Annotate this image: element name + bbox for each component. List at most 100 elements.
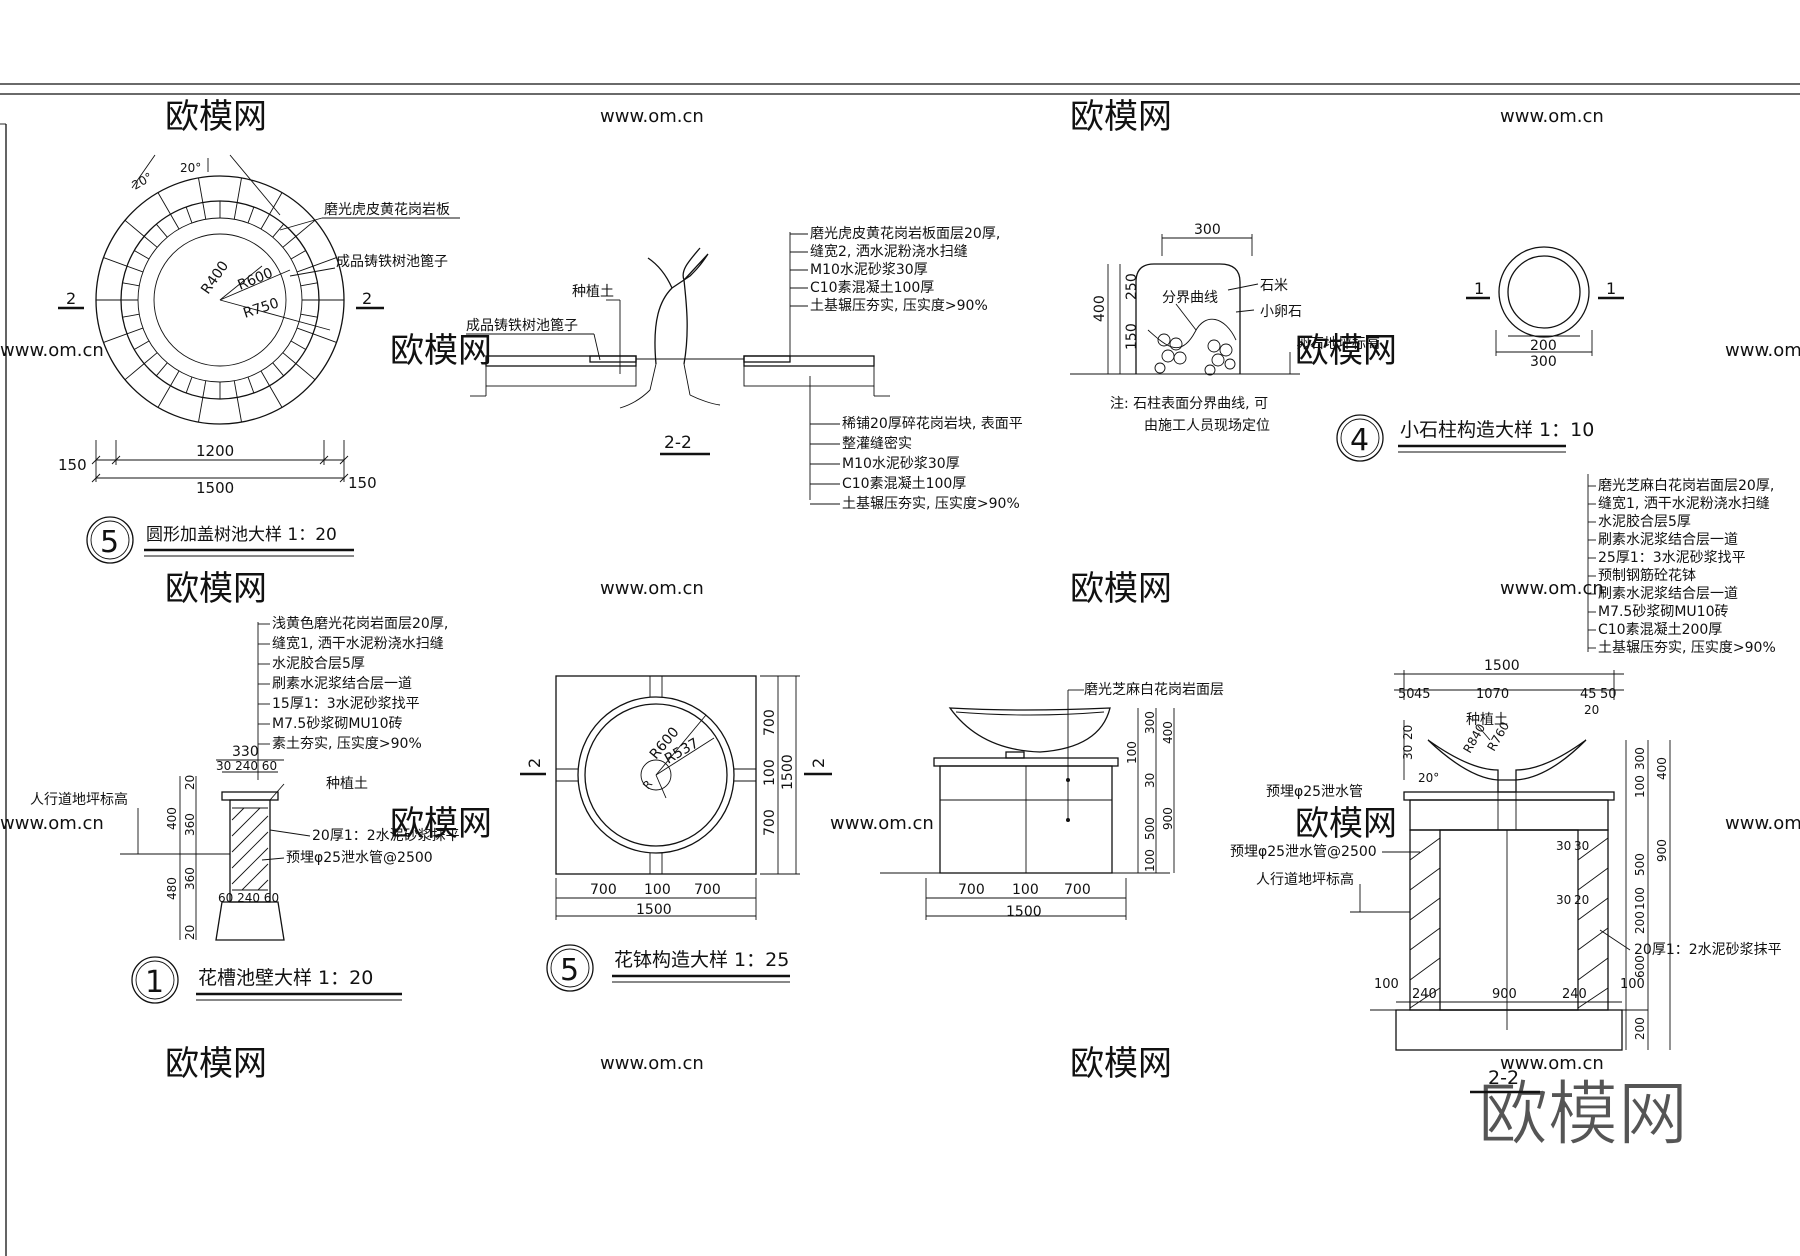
plant-soil-label: 种植土 <box>572 284 614 300</box>
dim-left-20b: 20 <box>183 925 197 940</box>
dim-right-100: 100 <box>762 759 778 786</box>
dim-right-300: 300 <box>1143 711 1157 734</box>
dim-bottom-700a: 700 <box>590 882 617 898</box>
ground-label: 卵石地坪标高 <box>1296 335 1380 352</box>
paving-notes-top: 磨光虎皮黄花岗岩板面层20厚,缝宽2, 洒水泥粉浇水扫缝M10水泥砂浆30厚C1… <box>790 225 1000 314</box>
bowl-section-notes: 磨光芝麻白花岗岩面层20厚,缝宽1, 洒干水泥粉浇水扫缝水泥胶合层5厚刷素水泥浆… <box>1588 478 1776 656</box>
dim-bottom-100: 100 <box>644 882 671 898</box>
drain-pipe-label: 预埋φ25泄水管@2500 <box>286 850 433 866</box>
stone-slab-label: 磨光虎皮黄花岗岩板 <box>324 201 450 218</box>
flower-bowl-elevation: 磨光芝麻白花岗岩面层 700 100 700 1500 300 400 100 … <box>880 682 1224 920</box>
grate-slot <box>202 380 207 398</box>
note-line-1: 注: 石柱表面分界曲线, 可 <box>1110 396 1268 412</box>
watermark-brand: 欧模网 <box>390 804 492 844</box>
dim-bottom-700b: 700 <box>1064 882 1091 898</box>
pebbles <box>1154 333 1236 376</box>
grate-slots <box>96 177 344 423</box>
dim-right-100: 100 <box>1125 741 1139 764</box>
stone-joint <box>295 219 316 237</box>
dim-top-45a: 45 <box>1414 687 1431 702</box>
grate-slot <box>290 340 306 350</box>
grate-slot <box>170 214 180 230</box>
dim-right-500: 500 <box>1143 817 1157 840</box>
dim-right-600: 600 <box>1633 955 1647 978</box>
grate-slot <box>300 313 318 318</box>
stone-joint <box>124 363 145 381</box>
dim-right-900: 900 <box>1161 807 1175 830</box>
grate-label: 成品铸铁树池篦子 <box>336 254 448 270</box>
pebble-label: 小卵石 <box>1260 304 1302 320</box>
dim-top-50a: 50 <box>1398 687 1415 702</box>
dim-200: 200 <box>1530 338 1557 354</box>
stone-joint <box>295 363 316 381</box>
note-line: 土基辗压夯实, 压实度>90% <box>1598 639 1776 656</box>
tree-trunk <box>647 247 709 365</box>
section-mark-left: 2 <box>525 758 544 768</box>
dim-right-1500: 1500 <box>780 754 796 790</box>
grate-slot <box>143 352 158 364</box>
note-line: 水泥胶合层5厚 <box>272 655 365 672</box>
title-number: 5 <box>100 525 119 560</box>
dim-left-30: 30 <box>1401 745 1415 760</box>
note-line: 预制钢筋砼花钵 <box>1598 567 1696 584</box>
dim-bottom-parts: 60 240 60 <box>218 891 279 905</box>
note-line: C10素混凝土100厚 <box>810 280 934 296</box>
section-mark-left: 1 <box>1474 279 1484 298</box>
grate-slot <box>202 202 207 220</box>
walkway-label: 人行道地坪标高 <box>30 791 128 808</box>
note-line: M10水泥砂浆30厚 <box>810 262 928 278</box>
dim-bottom-100: 100 <box>1012 882 1039 898</box>
note-line: 刷素水泥浆结合层一道 <box>1598 532 1738 548</box>
dim-inner-30b: 30 <box>1574 839 1589 853</box>
dim-left-20: 20 <box>183 775 197 790</box>
wall-hatch <box>1409 837 1609 1009</box>
dim-top-1070: 1070 <box>1476 687 1509 702</box>
dim-bottom-240b: 240 <box>1562 987 1587 1002</box>
stone-joint <box>157 192 171 215</box>
note-line: 整灌缝密实 <box>842 435 912 452</box>
title-number: 1 <box>145 965 164 1000</box>
dim-300: 300 <box>1530 354 1557 370</box>
note-line-2: 由施工人员现场定位 <box>1144 418 1270 434</box>
dim-bottom-100b: 100 <box>1620 977 1645 992</box>
watermark-url: www.om.cn <box>1500 578 1604 599</box>
grate-slot <box>143 236 158 248</box>
dim-right-400: 400 <box>1161 721 1175 744</box>
dim-top-20: 20 <box>1584 703 1599 717</box>
stone-column-plan: 1 1 200 300 4 小石柱构造大样 1：10 <box>1336 246 1624 462</box>
watermark-brand: 欧模网 <box>390 331 492 371</box>
stone-column-elevation: 300 400 250 150 石米 分界曲线 小卵石 卵石地坪标高 注: 石柱… <box>1070 222 1380 434</box>
dim-bottom-700b: 700 <box>694 882 721 898</box>
dim-left-360: 360 <box>183 813 197 836</box>
watermark-brand: 欧模网 <box>1295 331 1397 371</box>
watermark-brand: 欧模网 <box>165 569 267 609</box>
dim-left-150: 150 <box>58 456 87 474</box>
dim-right-700b: 700 <box>762 809 778 836</box>
section-mark-right: 2 <box>809 758 828 768</box>
dim-top-parts: 30 240 60 <box>216 759 277 773</box>
grate-slot <box>300 282 318 287</box>
note-line: 磨光虎皮黄花岗岩板面层20厚, <box>810 225 1000 242</box>
tree-pit-section: 种植土 成品铸铁树池篦子 2-2 磨光虎皮黄花岗岩板面层20厚,缝宽2, 洒水泥… <box>466 225 1023 512</box>
stone-joint <box>103 333 128 343</box>
note-line: 刷素水泥浆结合层一道 <box>272 676 412 692</box>
note-line: 水泥胶合层5厚 <box>1598 513 1691 530</box>
dim-bottom-900: 900 <box>1492 987 1517 1002</box>
grate-slot <box>260 214 270 230</box>
note-line: M7.5砂浆砌MU10砖 <box>1598 604 1728 620</box>
grate-slot <box>233 202 238 220</box>
dim-bottom-100a: 100 <box>1374 977 1399 992</box>
radius-r400-label: R400 <box>198 258 232 297</box>
watermark-brand: 欧模网 <box>1070 1044 1172 1084</box>
dim-inner-30a: 30 <box>1556 839 1571 853</box>
grate-slot <box>296 327 314 335</box>
stone-joint <box>124 219 145 237</box>
grate-slot <box>156 362 168 377</box>
radius-r750-label: R750 <box>241 295 281 321</box>
title-number: 4 <box>1350 423 1369 458</box>
dim-total-1500: 1500 <box>1484 658 1520 674</box>
section-title: 2-2 <box>1488 1067 1519 1089</box>
dim-top-330: 330 <box>232 744 259 760</box>
stone-joint <box>103 257 128 267</box>
grate-slot <box>122 282 140 287</box>
